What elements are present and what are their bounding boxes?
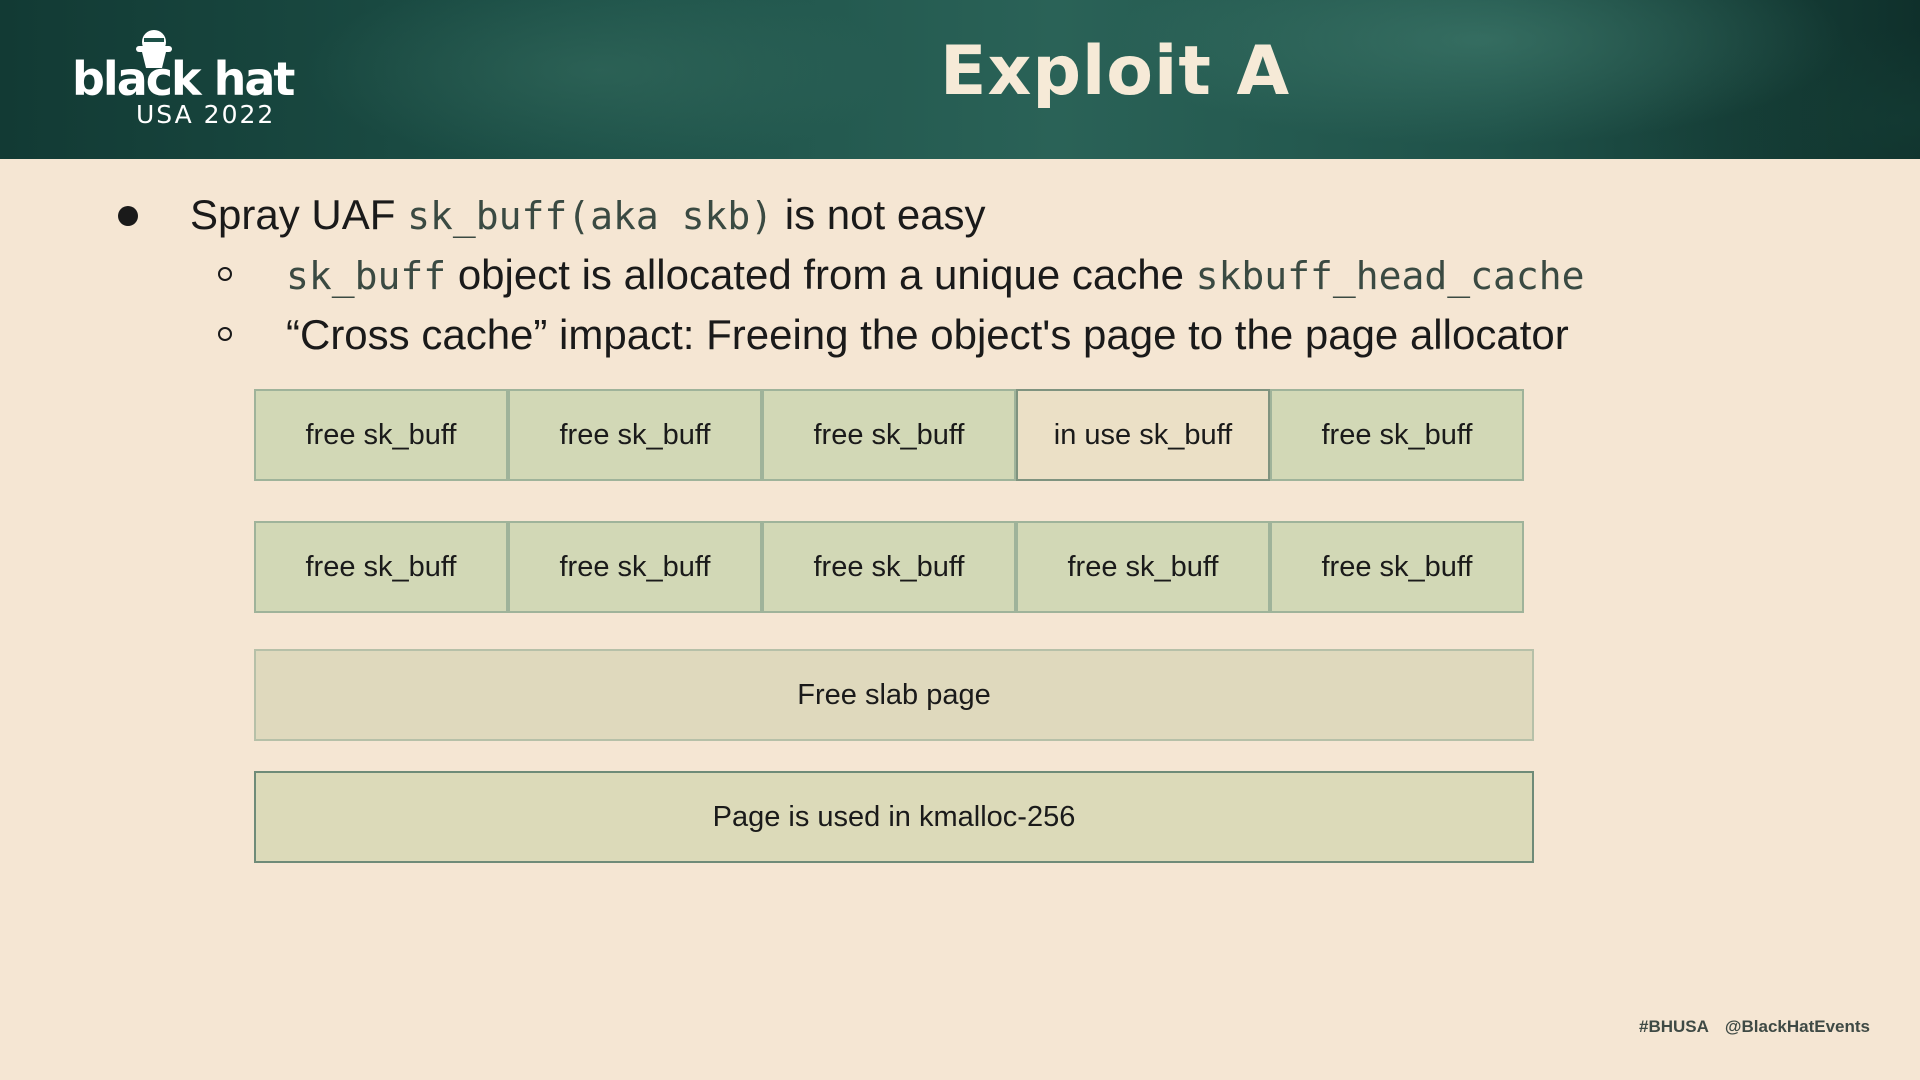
footer: #BHUSA @BlackHatEvents: [1639, 1017, 1870, 1037]
bullet-main: Spray UAF sk_buff(aka skb) is not easy: [190, 194, 986, 236]
slab-object: free sk_buff: [762, 521, 1016, 613]
slab-object-in-use: in use sk_buff: [1016, 389, 1270, 481]
bullet-main-suffix: is not easy: [773, 191, 986, 238]
slab-row-1: free sk_buff free sk_buff free sk_buff i…: [254, 389, 1524, 481]
blackhat-logo: black hat USA 2022: [72, 26, 322, 136]
hat-icon: [136, 30, 172, 68]
bullet-sub-2: “Cross cache” impact: Freeing the object…: [286, 314, 1569, 356]
slab-object: free sk_buff: [508, 389, 762, 481]
bullet-sub-1-code1: sk_buff: [286, 254, 447, 298]
slab-object: free sk_buff: [254, 389, 508, 481]
free-slab-page: Free slab page: [254, 649, 1534, 741]
sub-bullet-circle: [218, 267, 232, 281]
logo-event: USA 2022: [136, 100, 276, 129]
slide-title: Exploit A: [940, 32, 1291, 111]
slide-header: black hat USA 2022 Exploit A: [0, 0, 1920, 159]
slab-object: free sk_buff: [1270, 521, 1524, 613]
slab-object: free sk_buff: [1270, 389, 1524, 481]
bullet-sub-1-text: object is allocated from a unique cache: [446, 251, 1196, 298]
bullet-main-prefix: Spray UAF: [190, 191, 408, 238]
bullet-dot: [118, 206, 138, 226]
slab-object: free sk_buff: [254, 521, 508, 613]
slab-object: free sk_buff: [1016, 521, 1270, 613]
slab-row-2: free sk_buff free sk_buff free sk_buff f…: [254, 521, 1524, 613]
bullet-sub-1: sk_buff object is allocated from a uniqu…: [286, 254, 1585, 296]
kmalloc-page: Page is used in kmalloc-256: [254, 771, 1534, 863]
footer-hashtag: #BHUSA: [1639, 1017, 1709, 1036]
slab-object: free sk_buff: [508, 521, 762, 613]
bullet-sub-1-code2: skbuff_head_cache: [1195, 254, 1585, 298]
bullet-main-code: sk_buff(aka skb): [407, 194, 774, 238]
sub-bullet-circle: [218, 327, 232, 341]
logo-wordmark: black hat: [72, 52, 295, 106]
footer-handle: @BlackHatEvents: [1724, 1017, 1870, 1036]
slab-object: free sk_buff: [762, 389, 1016, 481]
bullet-sub-2-text: “Cross cache” impact: Freeing the object…: [286, 311, 1569, 358]
